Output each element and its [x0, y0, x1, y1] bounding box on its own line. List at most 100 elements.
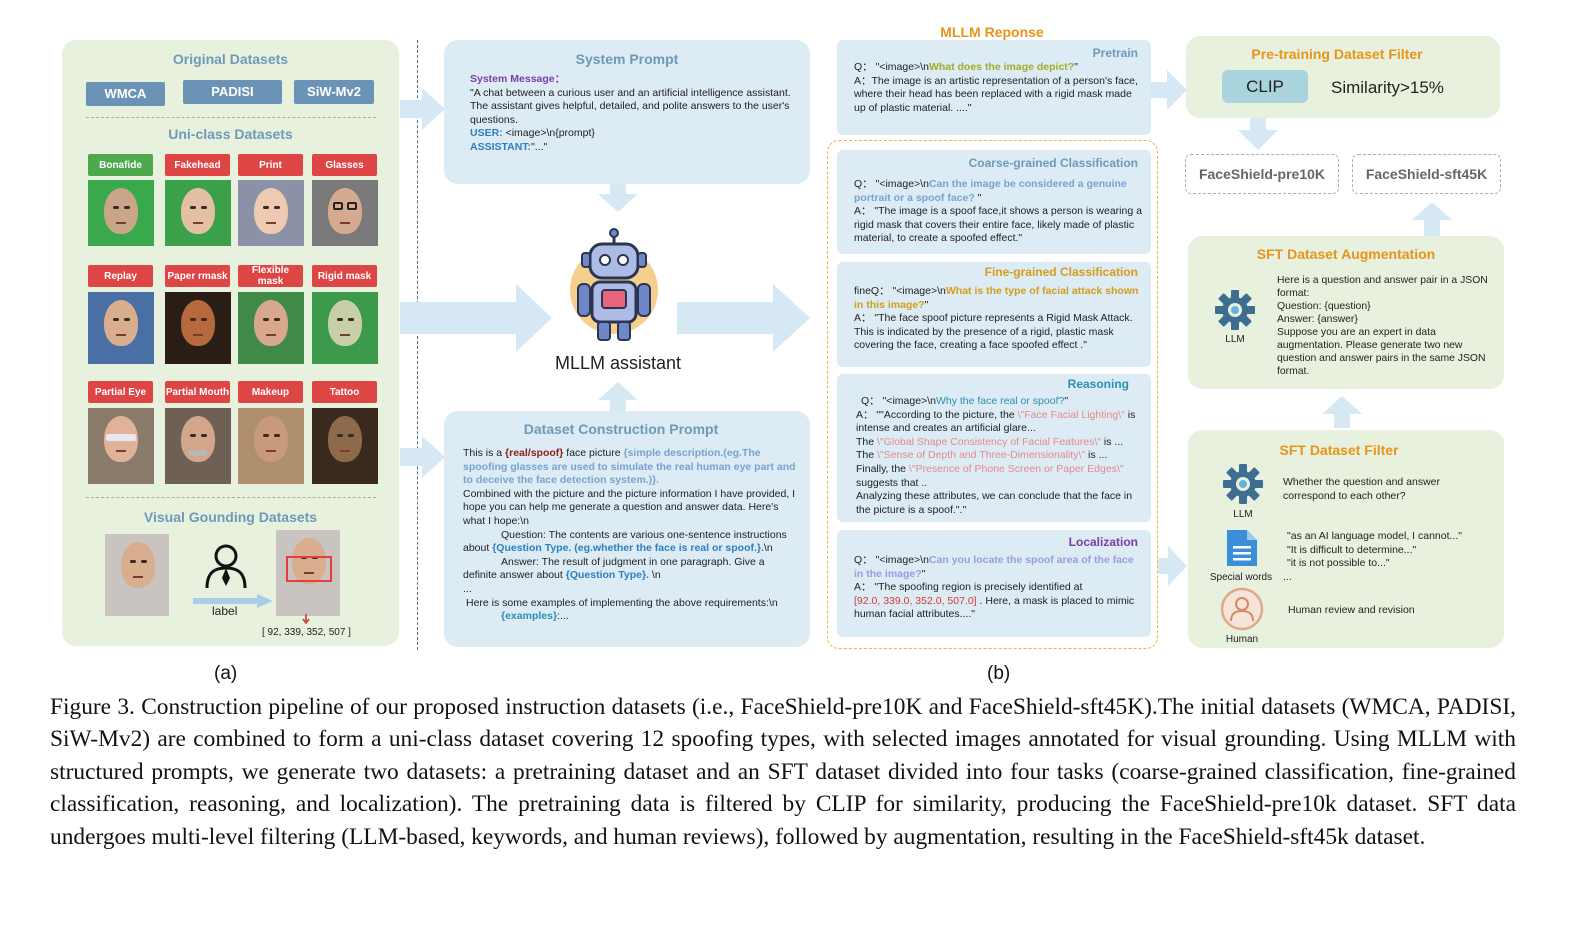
- face-image: [88, 408, 154, 484]
- gear-icon: [1215, 290, 1255, 330]
- divider: [86, 497, 376, 498]
- dataset-padisi: PADISI: [183, 80, 282, 104]
- assistant-label: ASSISTANT:: [470, 140, 532, 153]
- face-image: [165, 180, 231, 246]
- tag-paper-mask: Paper rmask: [165, 265, 230, 287]
- figure-caption: Figure 3. Construction pipeline of our p…: [50, 694, 1516, 850]
- arrow-right-icon: [1158, 546, 1187, 586]
- similarity-text: Similarity>15%: [1331, 78, 1444, 97]
- dataset-prompt-text: This is a {real/spoof} face picture {sim…: [463, 447, 796, 623]
- tag-print: Print: [238, 154, 303, 176]
- arrow-right-icon: [1151, 70, 1187, 110]
- pretrain-filter-title: Pre-training Dataset Filter: [1251, 46, 1423, 62]
- tag-partial-mouth: Partial Mouth: [165, 381, 230, 403]
- system-message-label: System Message：: [470, 73, 566, 85]
- user-label: USER:: [470, 127, 503, 140]
- system-prompt-title: System Prompt: [575, 51, 679, 67]
- arrow-right-icon: [677, 284, 810, 352]
- special-words-label: Special words: [1209, 572, 1273, 583]
- bbox-text: [ 92, 339, 352, 507 ]: [262, 627, 351, 638]
- face-image: [165, 292, 231, 364]
- grounding-face-box-image: [276, 530, 340, 616]
- gear-icon: [1223, 464, 1263, 504]
- document-icon: [1227, 530, 1257, 566]
- arrow-right-icon: [400, 436, 445, 478]
- assistant-label: MLLM assistant: [554, 353, 682, 373]
- face-image: [165, 408, 231, 484]
- face-image: [238, 292, 304, 364]
- original-datasets-title: Original Datasets: [172, 51, 289, 67]
- human-label: Human: [1225, 634, 1259, 645]
- robot-icon: [570, 228, 658, 341]
- label-text: label: [212, 604, 238, 618]
- face-image: [88, 180, 154, 246]
- tag-rigid-mask: Rigid mask: [312, 265, 377, 287]
- coarse-text: Q： "<image>\nCan the image be considered…: [854, 178, 1142, 245]
- divider-vertical: [417, 40, 418, 650]
- face-image: [312, 408, 378, 484]
- tag-flexible-mask: Flexible mask: [238, 265, 303, 287]
- tag-partial-eye: Partial Eye: [88, 381, 153, 403]
- arrow-right-icon: [400, 284, 552, 352]
- fine-text: fineQ： "<image>\nWhat is the type of fac…: [854, 285, 1139, 352]
- reasoning-panel: [837, 374, 1151, 522]
- marker-icon: [302, 614, 310, 624]
- tag-tattoo: Tattoo: [312, 381, 377, 403]
- output-pre10k: FaceShield-pre10K: [1185, 154, 1339, 194]
- assistant-text: "...": [531, 140, 548, 153]
- arrow-right-icon: [400, 88, 445, 130]
- tag-makeup: Makeup: [238, 381, 303, 403]
- localization-text: Q： "<image>\nCan you locate the spoof ar…: [854, 554, 1135, 621]
- system-prompt-text: System Message： "A chat between a curiou…: [470, 73, 798, 155]
- fine-title: Fine-grained Classification: [984, 265, 1138, 279]
- tag-glasses: Glasses: [312, 154, 377, 176]
- arrow-right-icon: [193, 594, 273, 608]
- dataset-siw: SiW-Mv2: [294, 80, 374, 104]
- tag-fakehead: Fakehead: [165, 154, 230, 176]
- llm-label: LLM: [1233, 509, 1253, 520]
- output-sft45k: FaceShield-sft45K: [1352, 154, 1501, 194]
- face-image: [312, 180, 378, 246]
- localization-title: Localization: [1068, 535, 1138, 549]
- special-words-text: "as an AI language model, I cannot..." "…: [1283, 530, 1462, 583]
- face-image: [238, 180, 304, 246]
- pretrain-title: Pretrain: [1092, 46, 1138, 60]
- face-image: [88, 292, 154, 364]
- arrow-up-icon: [1322, 396, 1362, 428]
- human-text: Human review and revision: [1288, 604, 1415, 616]
- fine-panel: [837, 262, 1151, 367]
- dataset-prompt-panel: [444, 411, 810, 647]
- sft-aug-text: Here is a question and answer pair in a …: [1277, 275, 1488, 377]
- pretrain-panel: [837, 40, 1151, 135]
- sft-group: [827, 140, 1158, 649]
- grounding-face-image: [105, 534, 169, 616]
- arrow-down-icon: [1238, 118, 1278, 150]
- sub-label-b: (b): [987, 663, 1011, 684]
- tag-replay: Replay: [88, 265, 153, 287]
- divider: [86, 117, 376, 118]
- coarse-panel: [837, 150, 1151, 254]
- human-icon: [1220, 587, 1264, 631]
- pretrain-text: Q： "<image>\nWhat does the image depict?…: [854, 61, 1138, 114]
- localization-panel: [837, 530, 1151, 637]
- sft-filter-title: SFT Dataset Filter: [1279, 442, 1399, 458]
- arrow-up-icon: [1412, 202, 1452, 236]
- arrow-up-icon: [598, 382, 638, 412]
- response-title: MLLM Reponse: [940, 24, 1044, 40]
- reasoning-title: Reasoning: [1067, 377, 1129, 391]
- system-message-text: "A chat between a curious user and an ar…: [470, 86, 791, 126]
- reasoning-text: Q： "<image>\nWhy the face real or spoof?…: [856, 395, 1136, 516]
- arrow-down-icon: [598, 184, 638, 212]
- clip-badge: CLIP: [1222, 70, 1308, 103]
- system-prompt-panel: [444, 40, 810, 184]
- dataset-wmca: WMCA: [86, 82, 165, 106]
- sft-aug-title: SFT Dataset Augmentation: [1256, 246, 1436, 262]
- tag-bonafide: Bonafide: [88, 154, 153, 176]
- face-image: [238, 408, 304, 484]
- coarse-title: Coarse-grained Classification: [968, 156, 1138, 170]
- sub-label-a: (a): [214, 663, 238, 684]
- llm-filter-text: Whether the question and answer correspo…: [1283, 476, 1441, 502]
- dataset-prompt-title: Dataset Construction Prompt: [523, 421, 719, 437]
- face-image: [312, 292, 378, 364]
- person-icon: [205, 544, 247, 589]
